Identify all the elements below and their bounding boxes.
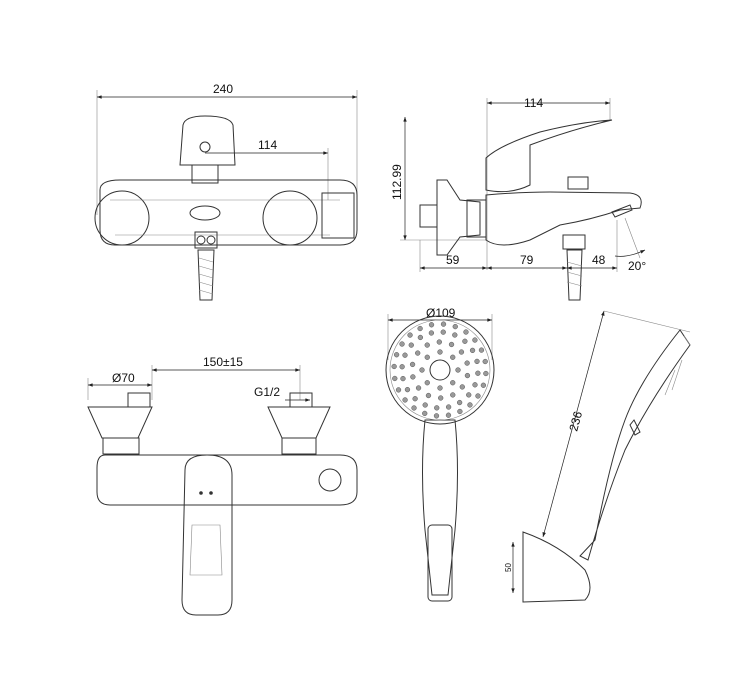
nozzle-hole [424, 354, 430, 360]
nozzle-hole [417, 334, 424, 341]
nozzle-hole [410, 374, 416, 380]
nozzle-hole [467, 402, 473, 408]
nozzle-hole [422, 410, 428, 417]
dimension-240: 240 [213, 82, 233, 96]
nozzle-hole [440, 329, 446, 335]
shower-head-front-view: Ø109 [385, 306, 495, 602]
nozzle-hole [409, 361, 416, 368]
nozzle-hole [424, 380, 430, 386]
nozzle-hole [464, 372, 471, 379]
nozzle-hole [448, 341, 455, 348]
nozzle-hole [417, 325, 423, 332]
dimension-59: 59 [446, 253, 460, 267]
nozzle-hole [433, 413, 440, 419]
nozzle-hole [392, 375, 398, 382]
nozzle-hole [419, 367, 425, 373]
nozzle-hole [480, 382, 487, 388]
nozzle-hole [445, 404, 452, 410]
nozzle-hole [399, 341, 405, 347]
nozzle-hole [458, 349, 465, 355]
nozzle-hole [450, 380, 456, 386]
nozzle-hole [425, 392, 432, 399]
nozzle-hole [428, 322, 435, 328]
nozzle-hole [455, 367, 461, 373]
nozzle-hole [457, 408, 463, 415]
nozzle-hole [437, 385, 443, 391]
nozzle-hole [450, 354, 456, 360]
nozzle-hole [466, 392, 472, 398]
nozzle-hole [464, 360, 470, 366]
nozzle-hole [475, 370, 481, 376]
nozzle-hole [402, 352, 408, 358]
dimension-50: 50 [504, 563, 513, 572]
nozzle-hole [400, 375, 406, 382]
nozzle-hole [436, 339, 442, 345]
nozzle-hole [424, 342, 430, 348]
nozzle-hole [393, 352, 400, 358]
nozzle-hole [475, 393, 481, 399]
dimension-112-99: 112.99 [390, 164, 404, 200]
nozzle-hole [415, 385, 422, 391]
bottom-view: Ø70 150±15 G1/2 [87, 355, 358, 616]
nozzle-hole [391, 363, 397, 370]
nozzle-hole [478, 347, 485, 353]
nozzle-hole [472, 382, 478, 388]
nozzle-hole [482, 358, 488, 365]
dimension-114-front: 114 [258, 138, 277, 152]
nozzle-hole [472, 337, 478, 343]
nozzle-hole [407, 332, 413, 338]
shower-head-side-view: 236 50 [504, 310, 691, 603]
dimension-236: 236 [566, 409, 585, 432]
nozzle-hole [459, 384, 465, 390]
nozzle-hole [422, 402, 428, 408]
dimension-g1-2: G1/2 [254, 385, 280, 399]
dimension-diameter-70: Ø70 [112, 371, 135, 385]
nozzle-hole [438, 395, 444, 401]
nozzle-hole [440, 321, 447, 327]
nozzle-hole [452, 323, 458, 330]
dimension-diameter-109: Ø109 [426, 306, 456, 320]
nozzle-hole [469, 347, 476, 354]
nozzle-hole [395, 387, 402, 393]
nozzle-hole [437, 349, 443, 355]
side-view: 114 112.99 59 79 48 20° [390, 96, 646, 301]
nozzle-hole [463, 329, 469, 335]
dimension-48: 48 [592, 253, 606, 267]
dimension-angle-20: 20° [628, 259, 646, 273]
nozzle-hole [415, 350, 421, 356]
dimension-150-15: 150±15 [203, 355, 243, 369]
nozzle-hole [456, 399, 463, 406]
nozzle-hole [402, 397, 408, 403]
front-view: 240 114 [94, 82, 358, 301]
nozzle-hole [404, 386, 411, 393]
nozzle-hole [452, 332, 458, 338]
dimension-114-side: 114 [524, 96, 543, 110]
spray-nozzles [391, 321, 489, 419]
nozzle-hole [434, 405, 440, 411]
nozzle-hole [462, 338, 468, 344]
nozzle-hole [474, 358, 480, 365]
nozzle-hole [412, 396, 418, 402]
nozzle-hole [445, 412, 452, 418]
nozzle-hole [483, 370, 489, 377]
nozzle-hole [399, 364, 405, 370]
nozzle-hole [450, 392, 456, 398]
nozzle-hole [411, 405, 417, 411]
nozzle-hole [428, 330, 435, 336]
nozzle-hole [408, 342, 414, 348]
dimension-79: 79 [520, 253, 534, 267]
